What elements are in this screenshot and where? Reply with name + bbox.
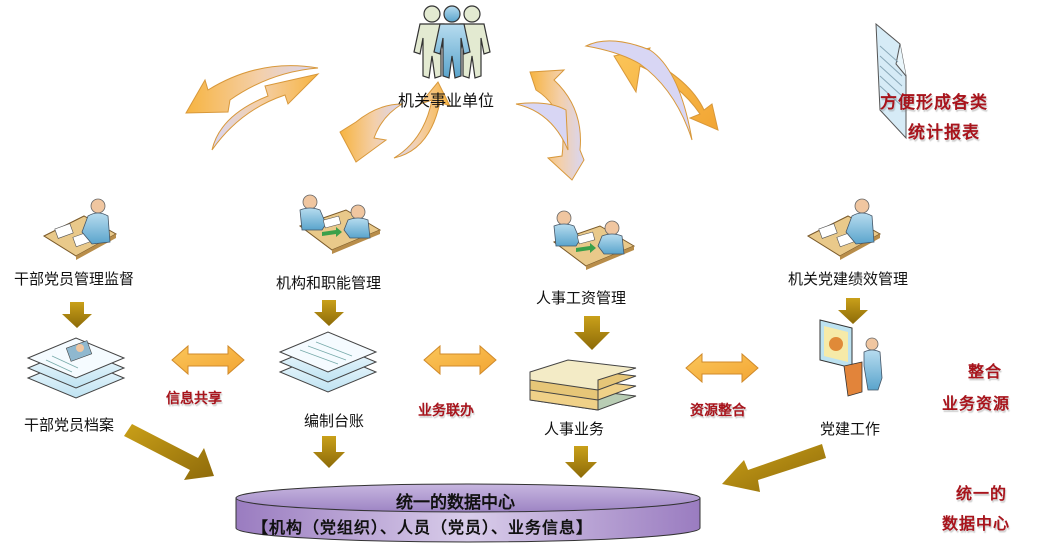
- data-center-subtitle: 【机构（党组织）、人员（党员）、业务信息】: [252, 518, 594, 537]
- curved-exchange-arrows-right: [584, 40, 719, 141]
- meeting-handover-icon: [298, 194, 382, 254]
- down-arrow-icon: [574, 316, 610, 350]
- data-center-cylinder: [235, 483, 701, 543]
- down-arrow-icon: [565, 446, 597, 478]
- person-at-desk-icon: [42, 198, 118, 260]
- down-arrow-icon: [62, 302, 92, 328]
- datacenter-note-line1: 统一的: [956, 484, 1008, 503]
- meeting-handover-icon: [552, 210, 636, 270]
- document-icon: [875, 22, 907, 140]
- report-note-line1: 方便形成各类: [880, 93, 988, 113]
- link-label: 资源整合: [690, 403, 746, 419]
- people-group-icon: [413, 5, 491, 79]
- link-label: 信息共享: [166, 391, 222, 407]
- module-label: 干部党员管理监督: [14, 270, 135, 288]
- curved-exchange-arrows-center: [339, 81, 452, 163]
- module-label: 机构和职能管理: [276, 274, 382, 292]
- top-node-label: 机关事业单位: [398, 91, 495, 110]
- output-label: 干部党员档案: [24, 416, 115, 434]
- double-arrow-icon: [685, 352, 759, 384]
- link-label: 业务联办: [418, 403, 474, 419]
- diagonal-arrow-icon: [722, 444, 826, 492]
- curved-exchange-arrows-right-center: [515, 69, 585, 181]
- output-label: 编制台账: [304, 412, 365, 430]
- integrate-note-line2: 业务资源: [942, 394, 1011, 413]
- output-label: 党建工作: [820, 420, 881, 438]
- down-arrow-icon: [314, 300, 344, 326]
- double-arrow-icon: [423, 344, 497, 376]
- report-note-line2: 统计报表: [908, 123, 980, 143]
- data-center-title: 统一的数据中心: [396, 493, 515, 513]
- output-label: 人事业务: [544, 420, 605, 438]
- curved-exchange-arrows-left: [185, 65, 320, 151]
- down-arrow-icon: [313, 436, 345, 468]
- module-label: 人事工资管理: [536, 289, 627, 307]
- stacked-documents-icon: [278, 331, 378, 393]
- module-label: 机关党建绩效管理: [788, 270, 909, 288]
- integrate-note-line1: 整合: [968, 362, 1003, 381]
- down-arrow-icon: [838, 298, 868, 324]
- datacenter-note-line2: 数据中心: [942, 514, 1011, 533]
- presentation-podium-icon: [819, 319, 883, 397]
- stacked-books-icon: [529, 359, 637, 411]
- stacked-profile-documents-icon: [26, 337, 126, 399]
- person-at-desk-icon: [806, 198, 882, 260]
- diagonal-arrow-icon: [124, 424, 214, 480]
- double-arrow-icon: [171, 344, 245, 376]
